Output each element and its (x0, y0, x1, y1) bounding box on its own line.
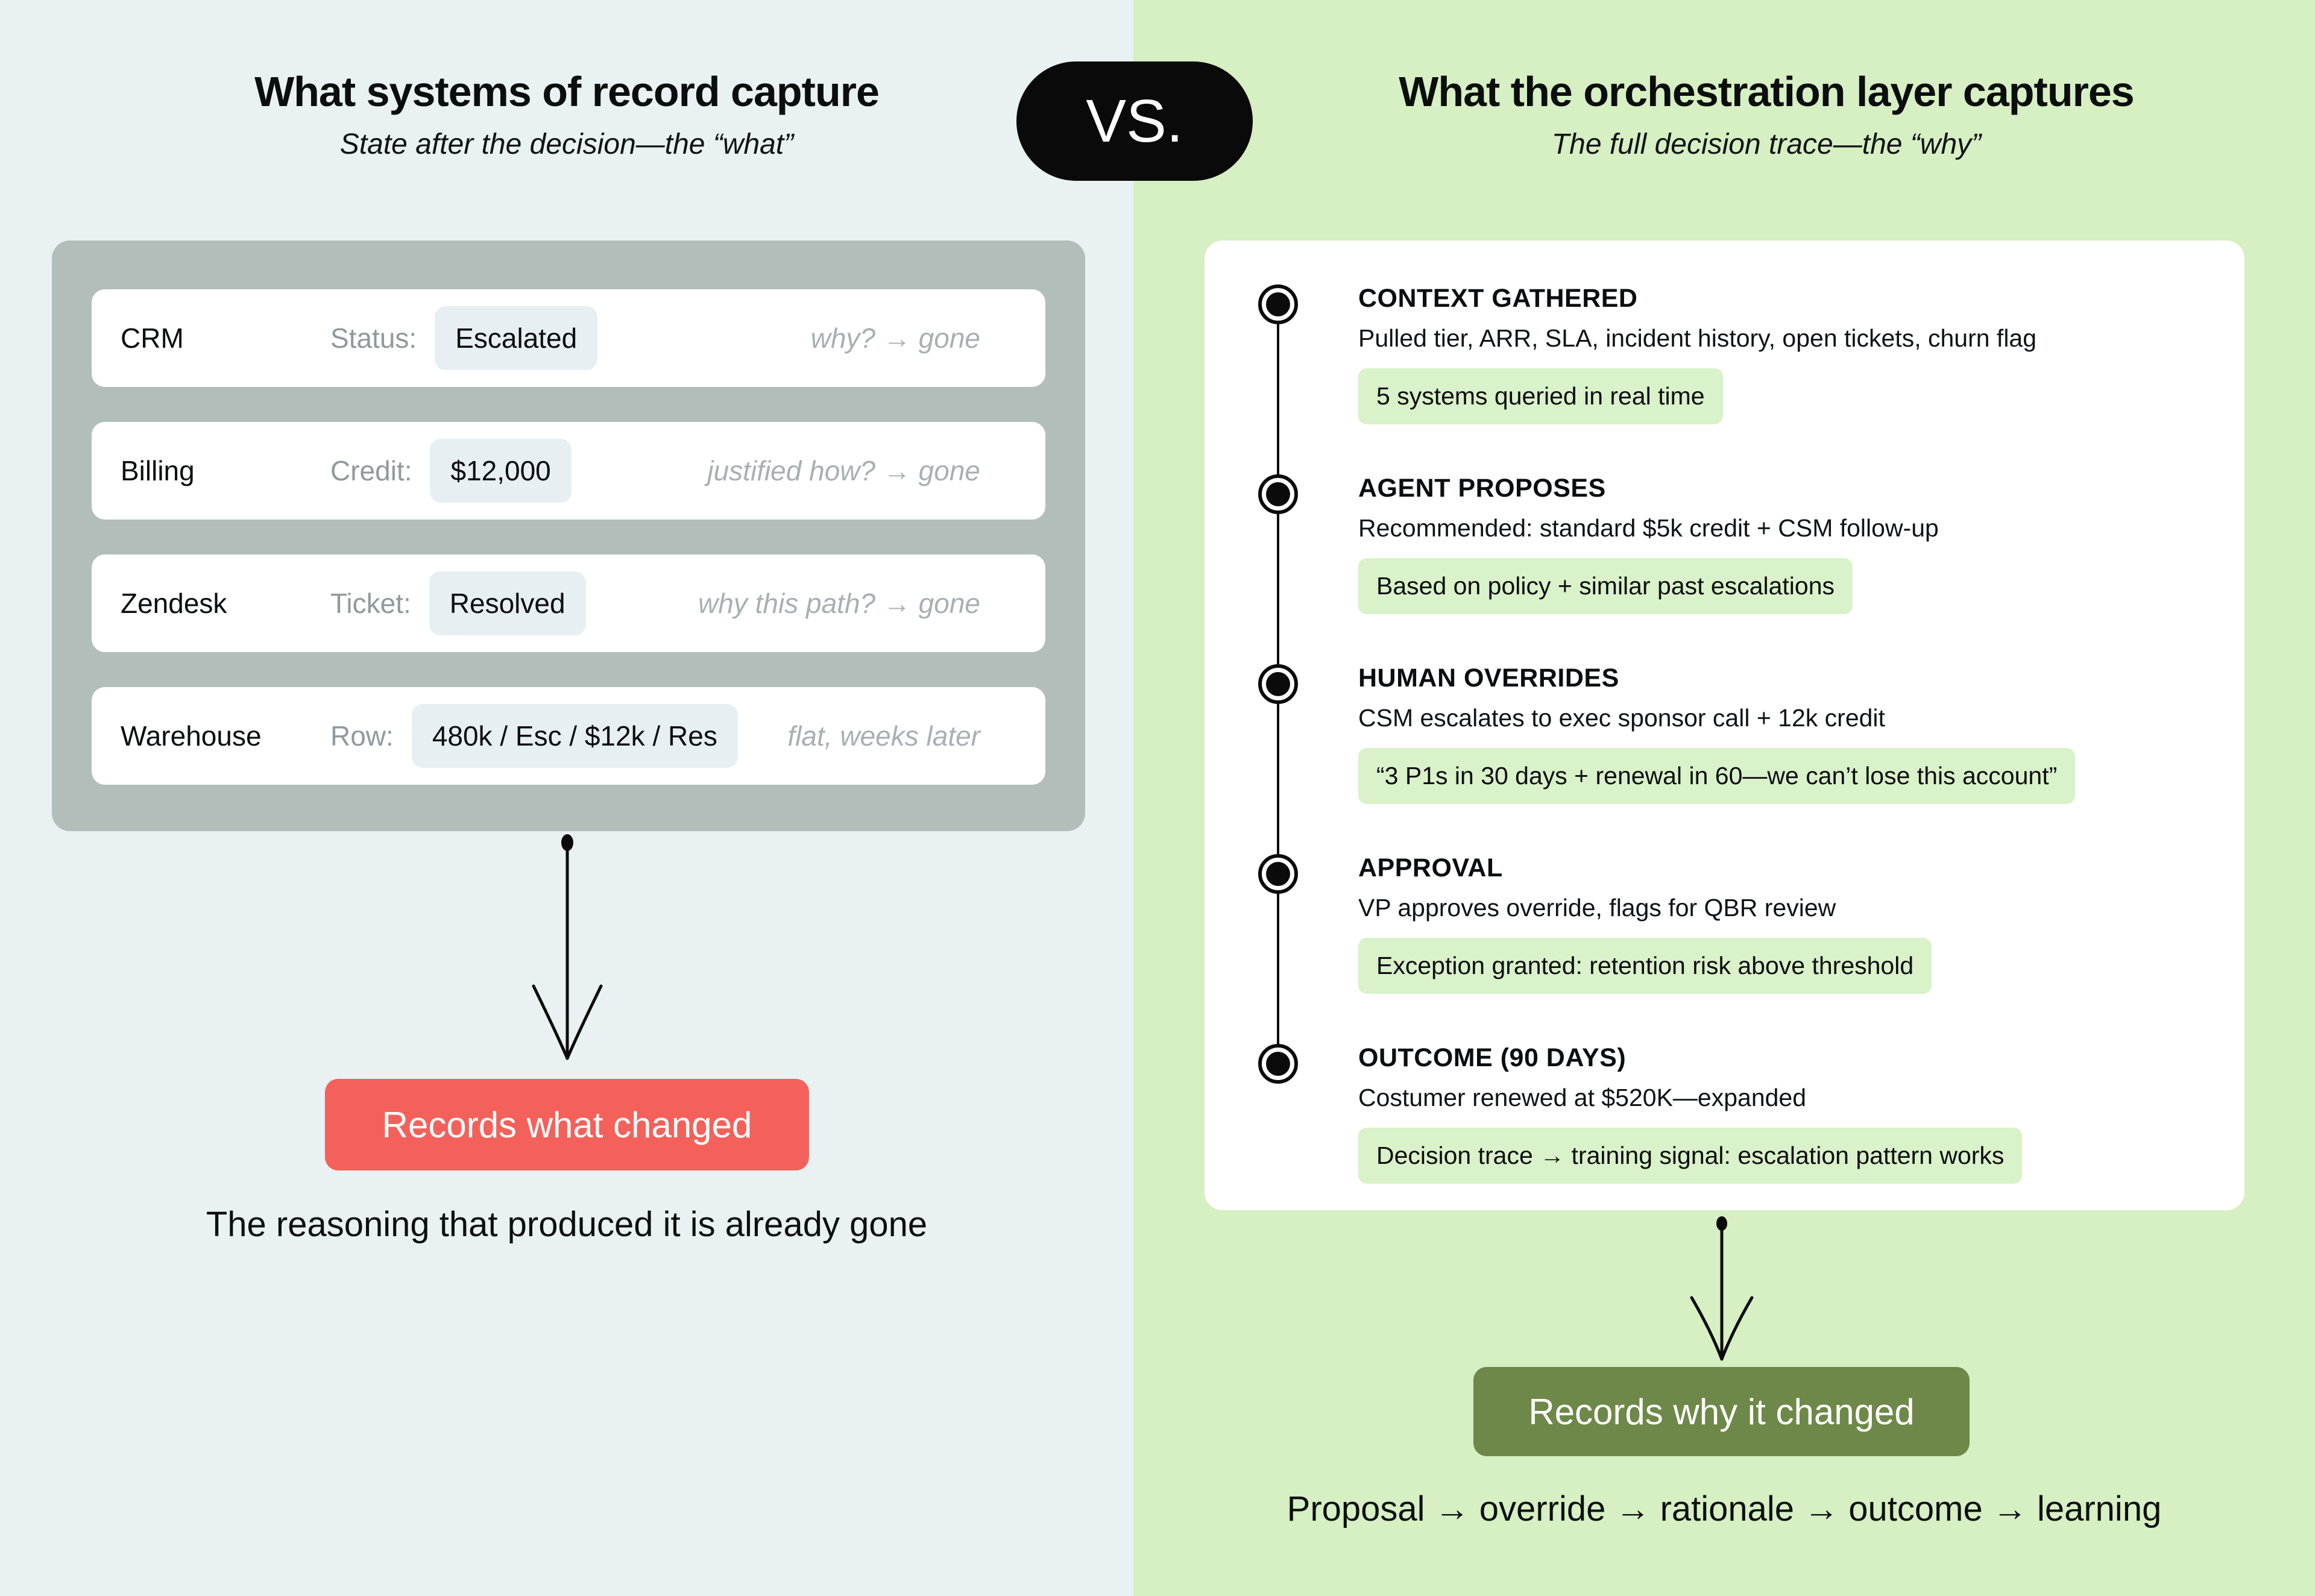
step-highlight-chip: 5 systems queried in real time (1358, 368, 1723, 424)
down-arrow-icon (532, 834, 603, 1060)
timeline-node-icon (1258, 1044, 1298, 1084)
right-header: What the orchestration layer captures Th… (1218, 68, 2315, 161)
vs-badge-label: VS. (1086, 87, 1183, 155)
records-what-changed-button: Records what changed (325, 1079, 809, 1170)
field-label: Status: (330, 322, 417, 354)
records-what-changed-label: Records what changed (382, 1104, 752, 1145)
timeline-node-icon (1258, 474, 1298, 514)
records-why-it-changed-label: Records why it changed (1528, 1391, 1915, 1432)
lost-context-note: flat, weeks later (787, 720, 980, 752)
field-value-chip: 480k / Esc / $12k / Res (411, 704, 738, 768)
step-highlight-chip: “3 P1s in 30 days + renewal in 60—we can… (1358, 748, 2076, 804)
timeline-node-icon (1258, 284, 1298, 324)
step-description: CSM escalates to exec sponsor call + 12k… (1358, 704, 1885, 732)
timeline-node-icon (1258, 854, 1298, 894)
records-why-it-changed-button: Records why it changed (1473, 1367, 1970, 1456)
left-header: What systems of record capture State aft… (0, 68, 1133, 161)
timeline-step-outcome: OUTCOME (90 DAYS) Costumer renewed at $5… (1358, 1043, 2214, 1184)
step-title: CONTEXT GATHERED (1358, 284, 1638, 313)
record-row-zendesk: Zendesk Ticket: Resolved why this path? … (92, 555, 1045, 652)
field-value-chip: Escalated (435, 306, 598, 370)
step-highlight-chip: Based on policy + similar past escalatio… (1358, 558, 1853, 614)
field-label: Ticket: (330, 588, 411, 619)
step-title: APPROVAL (1358, 853, 1503, 882)
system-name: Billing (121, 455, 195, 486)
step-description: Pulled tier, ARR, SLA, incident history,… (1358, 324, 2037, 352)
record-row-warehouse: Warehouse Row: 480k / Esc / $12k / Res f… (92, 687, 1045, 785)
lost-context-note: why this path? → gone (698, 588, 980, 619)
right-caption: Proposal → override → rationale → outcom… (1287, 1489, 2162, 1528)
left-title: What systems of record capture (254, 68, 880, 115)
system-name: CRM (121, 322, 184, 354)
step-title: AGENT PROPOSES (1358, 474, 1606, 503)
right-title: What the orchestration layer captures (1399, 68, 2134, 115)
timeline-node-icon (1258, 664, 1298, 704)
step-title: OUTCOME (90 DAYS) (1358, 1043, 1627, 1072)
left-subtitle: State after the decision—the “what” (339, 128, 794, 160)
field-label: Row: (330, 720, 394, 752)
lost-context-note: why? → gone (810, 322, 980, 354)
step-description: Costumer renewed at $520K—expanded (1358, 1084, 1807, 1111)
right-subtitle: The full decision trace—the “why” (1551, 128, 1982, 160)
field-label: Credit: (330, 455, 412, 486)
system-name: Warehouse (121, 720, 262, 752)
step-description: Recommended: standard $5k credit + CSM f… (1358, 514, 1939, 542)
record-row-billing: Billing Credit: $12,000 justified how? →… (92, 422, 1045, 520)
record-row-crm: CRM Status: Escalated why? → gone (92, 289, 1045, 387)
timeline-step-context-gathered: CONTEXT GATHERED Pulled tier, ARR, SLA, … (1358, 284, 2214, 424)
field-value-chip: Resolved (429, 571, 586, 635)
systems-of-record-card: CRM Status: Escalated why? → gone Billin… (52, 240, 1085, 831)
left-caption: The reasoning that produced it is alread… (206, 1205, 928, 1244)
down-arrow-icon (1690, 1216, 1754, 1361)
timeline-step-approval: APPROVAL VP approves override, flags for… (1358, 853, 2214, 994)
timeline-step-human-overrides: HUMAN OVERRIDES CSM escalates to exec sp… (1358, 664, 2214, 804)
system-name: Zendesk (121, 588, 227, 619)
step-highlight-chip: Decision trace → training signal: escala… (1358, 1128, 2023, 1184)
field-value-chip: $12,000 (430, 439, 572, 503)
step-title: HUMAN OVERRIDES (1358, 664, 1619, 693)
step-highlight-chip: Exception granted: retention risk above … (1358, 938, 1932, 994)
vs-badge: VS. (1016, 61, 1253, 181)
decision-trace-card: CONTEXT GATHERED Pulled tier, ARR, SLA, … (1205, 240, 2244, 1210)
lost-context-note: justified how? → gone (707, 455, 980, 486)
step-description: VP approves override, flags for QBR revi… (1358, 894, 1836, 922)
timeline-step-agent-proposes: AGENT PROPOSES Recommended: standard $5k… (1358, 474, 2214, 614)
